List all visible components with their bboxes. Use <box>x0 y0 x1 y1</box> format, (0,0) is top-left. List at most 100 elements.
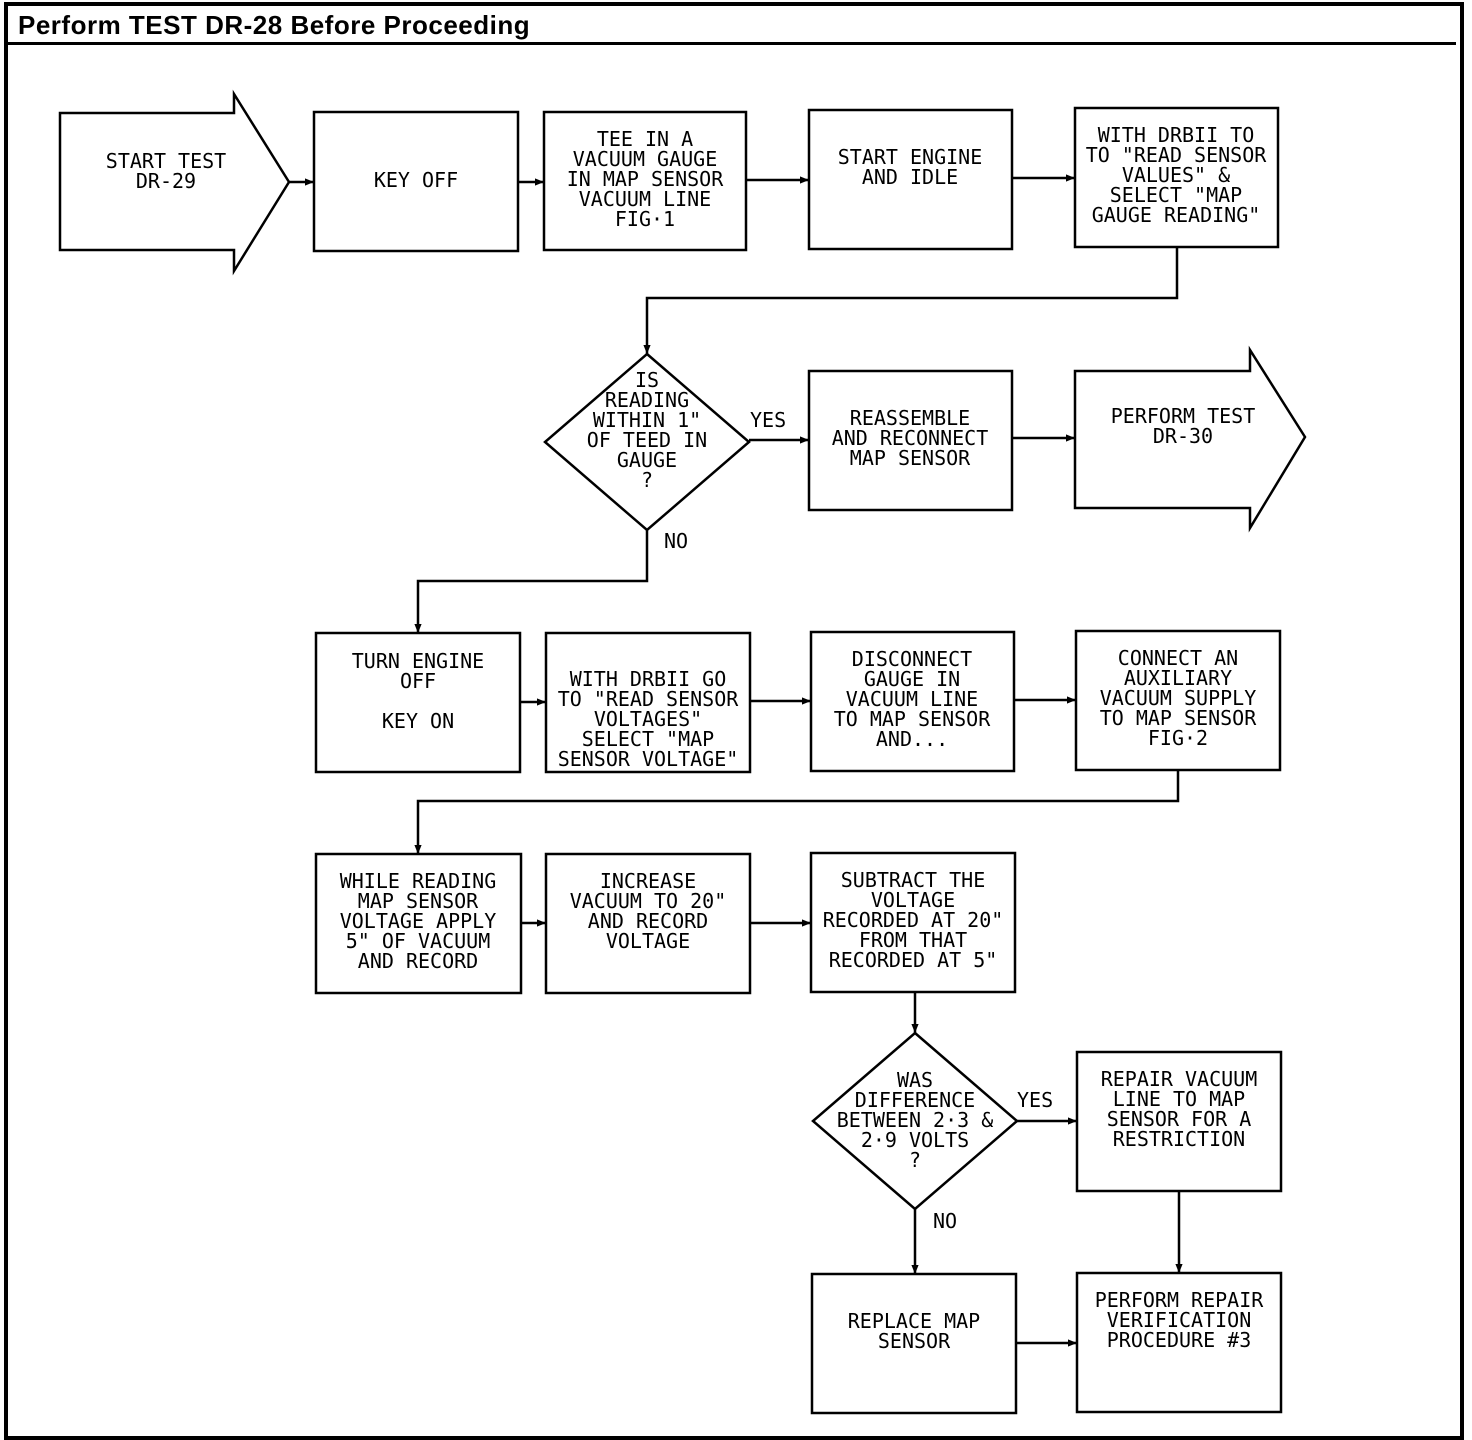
tee-gauge-line: FIG·1 <box>615 207 675 231</box>
drbii-read-line: TO "READ SENSOR <box>1086 143 1268 167</box>
decision1-line: GAUGE <box>617 448 677 472</box>
decision1-line: ? <box>641 468 653 492</box>
repair-vacuum-line: RESTRICTION <box>1113 1127 1245 1151</box>
reassemble-line: MAP SENSOR <box>850 446 971 470</box>
start-line: START TEST <box>106 149 226 173</box>
subtract-line: RECORDED AT 5" <box>829 948 998 972</box>
drbii-read-line: GAUGE READING" <box>1092 203 1261 227</box>
disconnect-line: GAUGE IN <box>864 667 960 691</box>
connect-aux-line: TO MAP SENSOR <box>1100 706 1257 730</box>
decision1-no-label: NO <box>664 529 688 553</box>
drbii-voltages-line: VOLTAGES" <box>594 707 702 731</box>
disconnect-box <box>809 630 1016 773</box>
tee-gauge-line: TEE IN A <box>597 127 693 151</box>
subtract-line: SUBTRACT THE <box>841 868 986 892</box>
repair-verification-line: PERFORM REPAIR <box>1095 1288 1265 1312</box>
replace-map-box <box>810 1272 1018 1415</box>
decision2-yes-label: YES <box>1017 1088 1053 1112</box>
connect-aux-line: CONNECT AN <box>1118 646 1238 670</box>
disconnect-line: VACUUM LINE <box>846 687 978 711</box>
perform-dr30-line: PERFORM TEST <box>1111 404 1256 428</box>
increase-vacuum-line: VACUUM TO 20" <box>570 889 727 913</box>
repair-vacuum-line: LINE TO MAP <box>1113 1087 1245 1111</box>
connect-aux-line: VACUUM SUPPLY <box>1100 686 1257 710</box>
arrow-decision1-no <box>414 530 649 633</box>
connect-aux-line: FIG·2 <box>1148 726 1208 750</box>
arrow-connect-to-while <box>414 770 1180 854</box>
diagram-frame <box>4 2 1464 1440</box>
arrow-drbii-to-decision1 <box>643 247 1179 354</box>
start-engine-line: AND IDLE <box>862 165 958 189</box>
reassemble-line: REASSEMBLE <box>850 406 970 430</box>
while-reading-line: WHILE READING <box>340 869 497 893</box>
repair-vacuum-line: SENSOR FOR A <box>1107 1107 1252 1131</box>
start-arrow-shape <box>58 89 291 276</box>
key-off-line: KEY OFF <box>374 168 458 192</box>
title-bar: Perform TEST DR-28 Before Proceeding <box>4 2 1456 45</box>
decision2-line: WAS <box>897 1068 933 1092</box>
disconnect-line: TO MAP SENSOR <box>834 707 991 731</box>
subtract-line: VOLTAGE <box>871 888 955 912</box>
while-reading-line: 5" OF VACUUM <box>346 929 491 953</box>
decision2-line: DIFFERENCE <box>855 1088 975 1112</box>
turn-engine-off-line: KEY ON <box>382 709 454 733</box>
repair-verification-line: PROCEDURE #3 <box>1107 1328 1252 1352</box>
increase-vacuum-line: AND RECORD <box>588 909 708 933</box>
turn-engine-off-line: OFF <box>400 669 436 693</box>
repair-verification-box <box>1075 1271 1283 1414</box>
decision1-yes-label: YES <box>750 408 786 432</box>
connect-aux-line: AUXILIARY <box>1124 666 1232 690</box>
decision1-line: OF TEED IN <box>587 428 707 452</box>
subtract-line: FROM THAT <box>859 928 967 952</box>
drbii-voltages-line: SENSOR VOLTAGE" <box>558 747 739 771</box>
while-reading-box <box>314 852 523 995</box>
while-reading-line: AND RECORD <box>358 949 478 973</box>
tee-gauge-line: IN MAP SENSOR <box>567 167 724 191</box>
key-off-box <box>312 110 520 253</box>
perform-dr30-line: DR-30 <box>1153 424 1213 448</box>
drbii-read-line: VALUES" & <box>1122 163 1230 187</box>
decision1-line: IS <box>635 368 659 392</box>
tee-gauge-box <box>542 110 748 252</box>
drbii-read-line: SELECT "MAP <box>1110 183 1242 207</box>
start-engine-box <box>807 108 1014 251</box>
replace-map-line: REPLACE MAP <box>848 1309 980 1333</box>
key-off-label: KEY OFF <box>374 168 458 192</box>
disconnect-line: DISCONNECT <box>852 647 972 671</box>
subtract-line: RECORDED AT 20" <box>823 908 1004 932</box>
page-title: Perform TEST DR-28 Before Proceeding <box>18 10 531 40</box>
decision2-no-label: NO <box>933 1209 957 1233</box>
subtract-box <box>809 851 1017 994</box>
while-reading-line: MAP SENSOR <box>358 889 479 913</box>
decision2-line: ? <box>909 1148 921 1172</box>
replace-map-line: SENSOR <box>878 1329 951 1353</box>
start-engine-line: START ENGINE <box>838 145 983 169</box>
tee-gauge-line: VACUUM GAUGE <box>573 147 718 171</box>
increase-vacuum-line: INCREASE <box>600 869 696 893</box>
increase-vacuum-box <box>544 852 752 995</box>
decision1-line: READING <box>605 388 689 412</box>
drbii-voltages-line: WITH DRBII GO <box>570 667 727 691</box>
drbii-voltages-box <box>544 631 752 774</box>
drbii-voltages-line: SELECT "MAP <box>582 727 714 751</box>
drbii-voltages-line: TO "READ SENSOR <box>558 687 740 711</box>
start-line: DR-29 <box>136 169 196 193</box>
repair-vacuum-box <box>1075 1050 1283 1193</box>
